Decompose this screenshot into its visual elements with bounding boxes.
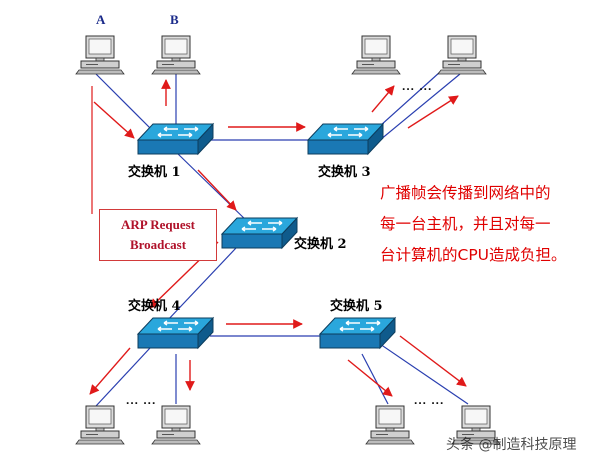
switch-4-label: 交换机 4 [128, 298, 181, 314]
pc-b[interactable] [151, 35, 201, 75]
switch-2-label: 交换机 2 [294, 236, 347, 252]
switch-1[interactable] [137, 123, 214, 155]
pc-s3-1[interactable] [351, 35, 401, 75]
pc-s3-2[interactable] [437, 35, 487, 75]
watermark: 头条 @制造科技原理 [446, 437, 577, 453]
broadcast-note: 广播帧会传播到网络中的 每一台主机，并且对每一 台计算机的CPU造成负担。 [380, 178, 600, 271]
switch-5-label: 交换机 5 [330, 298, 383, 314]
switch-1-label: 交换机 1 [128, 164, 181, 180]
switch-5[interactable] [319, 317, 396, 349]
pc-s4-1[interactable] [75, 405, 125, 445]
note-line-2: 每一台主机，并且对每一 [380, 215, 551, 233]
more-hosts-s3: ... ... [402, 79, 432, 93]
pc-a[interactable] [75, 35, 125, 75]
arp-box-line-2: Broadcast [129, 237, 187, 252]
note-line-1: 广播帧会传播到网络中的 [380, 184, 551, 202]
arp-box-line-1: ARP Request [120, 217, 196, 232]
note-line-3: 台计算机的CPU造成负担。 [380, 246, 567, 264]
more-hosts-s4: ... ... [126, 393, 156, 407]
pc-a-label: A [96, 12, 106, 27]
pc-s4-2[interactable] [151, 405, 201, 445]
network-links [95, 71, 469, 407]
arp-request-box: ARP Request Broadcast [99, 209, 217, 261]
more-hosts-s5: ... ... [414, 393, 444, 407]
switch-4[interactable] [137, 317, 214, 349]
switch-3-label: 交换机 3 [318, 164, 371, 180]
pc-b-label: B [170, 12, 179, 27]
switch-3[interactable] [307, 123, 384, 155]
pc-s5-1[interactable] [365, 405, 415, 445]
switch-2[interactable] [221, 217, 298, 249]
